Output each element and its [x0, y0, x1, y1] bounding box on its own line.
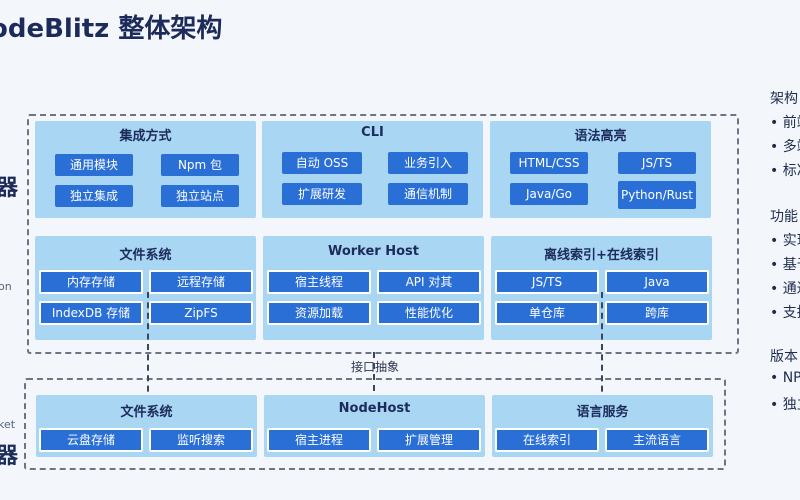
chip-generic-module[interactable]: 通用模块	[55, 154, 133, 176]
chip-watch-search[interactable]: 监听搜索	[149, 428, 253, 452]
chip-host-thread[interactable]: 宿主线程	[267, 270, 371, 294]
connector-line-language	[601, 292, 603, 402]
chip-resource-loading[interactable]: 资源加载	[267, 301, 371, 325]
side-bullet: • 独立	[770, 397, 800, 413]
side-heading-feature: 功能	[770, 209, 798, 225]
side-heading-version: 版本	[770, 349, 798, 365]
panel-filesystem-lower: 文件系统 云盘存储 监听搜索	[36, 395, 257, 457]
chip-extension-dev[interactable]: 扩展研发	[282, 183, 362, 205]
chip-host-process[interactable]: 宿主进程	[267, 428, 371, 452]
side-bullet: • 标准	[770, 163, 800, 179]
chip-remote-storage[interactable]: 远程存储	[149, 270, 253, 294]
left-cut-label-2: 器	[0, 444, 19, 469]
panel-title: 文件系统	[120, 405, 173, 420]
chip-cross-repo[interactable]: 跨库	[605, 301, 709, 325]
left-cut-label-1: 器	[0, 176, 19, 201]
chip-index-java[interactable]: Java	[605, 270, 709, 294]
chip-mainstream-lang[interactable]: 主流语言	[605, 428, 709, 452]
chip-index-js-ts[interactable]: JS/TS	[495, 270, 599, 294]
chip-zipfs[interactable]: ZipFS	[149, 301, 253, 325]
panel-cli: CLI 自动 OSS 业务引入 扩展研发 通信机制	[262, 121, 483, 218]
page-title: odeBlitz 整体架构	[0, 14, 223, 44]
chip-communication[interactable]: 通信机制	[388, 183, 468, 205]
panel-title: Worker Host	[327, 244, 420, 259]
panel-worker-host: Worker Host 宿主线程 API 对其 资源加载 性能优化	[263, 236, 484, 340]
chip-standalone-site[interactable]: 独立站点	[161, 185, 239, 207]
chip-python-rust[interactable]: Python/Rust	[618, 181, 696, 209]
side-bullet: • 通过	[770, 281, 800, 297]
chip-html-css[interactable]: HTML/CSS	[510, 152, 588, 174]
upper-layer-frame	[27, 114, 739, 354]
left-cut-label-ket: ket	[0, 418, 16, 431]
chip-cloud-storage[interactable]: 云盘存储	[39, 428, 143, 452]
panel-title: CLI	[361, 125, 384, 140]
chip-business-import[interactable]: 业务引入	[388, 152, 468, 174]
side-bullet: • NP	[770, 370, 800, 386]
side-heading-architecture: 架构	[770, 91, 798, 107]
panel-title: 离线索引+在线索引	[544, 248, 659, 263]
lower-layer-frame	[24, 378, 726, 470]
chip-java-go[interactable]: Java/Go	[510, 183, 588, 205]
interface-abstraction-label: 接口抽象	[350, 360, 399, 374]
panel-title: 语言服务	[576, 405, 629, 420]
panel-title: 集成方式	[119, 129, 172, 144]
chip-api-align[interactable]: API 对其	[377, 270, 481, 294]
side-bullet: • 实现	[770, 233, 800, 249]
chip-npm-package[interactable]: Npm 包	[161, 154, 239, 176]
connector-line-filesystem	[147, 292, 149, 402]
chip-single-repo[interactable]: 单仓库	[495, 301, 599, 325]
panel-integration: 集成方式 通用模块 Npm 包 独立集成 独立站点	[35, 121, 256, 218]
chip-online-index[interactable]: 在线索引	[495, 428, 599, 452]
connector-line-nodehost	[373, 352, 375, 402]
panel-language-service: 语言服务 在线索引 主流语言	[492, 395, 713, 457]
panel-syntax-highlight: 语法高亮 HTML/CSS JS/TS Java/Go Python/Rust	[490, 121, 711, 218]
side-bullet: • 基于	[770, 257, 800, 273]
chip-standalone-integration[interactable]: 独立集成	[55, 185, 133, 207]
panel-nodehost: NodeHost 宿主进程 扩展管理	[264, 395, 485, 457]
chip-extension-manage[interactable]: 扩展管理	[377, 428, 481, 452]
left-cut-label-on: on	[0, 280, 12, 293]
chip-performance[interactable]: 性能优化	[377, 301, 481, 325]
side-bullet: • 前端	[770, 115, 800, 131]
panel-title: 语法高亮	[574, 129, 627, 144]
side-bullet: • 支持	[770, 305, 800, 321]
chip-auto-oss[interactable]: 自动 OSS	[282, 152, 362, 174]
chip-js-ts[interactable]: JS/TS	[618, 152, 696, 174]
panel-filesystem-upper: 文件系统 内存存储 远程存储 IndexDB 存储 ZipFS	[35, 236, 256, 340]
chip-memory-storage[interactable]: 内存存储	[39, 270, 143, 294]
side-bullet: • 多端	[770, 139, 800, 155]
panel-title: NodeHost	[338, 401, 411, 416]
panel-title: 文件系统	[119, 248, 172, 263]
chip-indexdb-storage[interactable]: IndexDB 存储	[39, 301, 143, 325]
